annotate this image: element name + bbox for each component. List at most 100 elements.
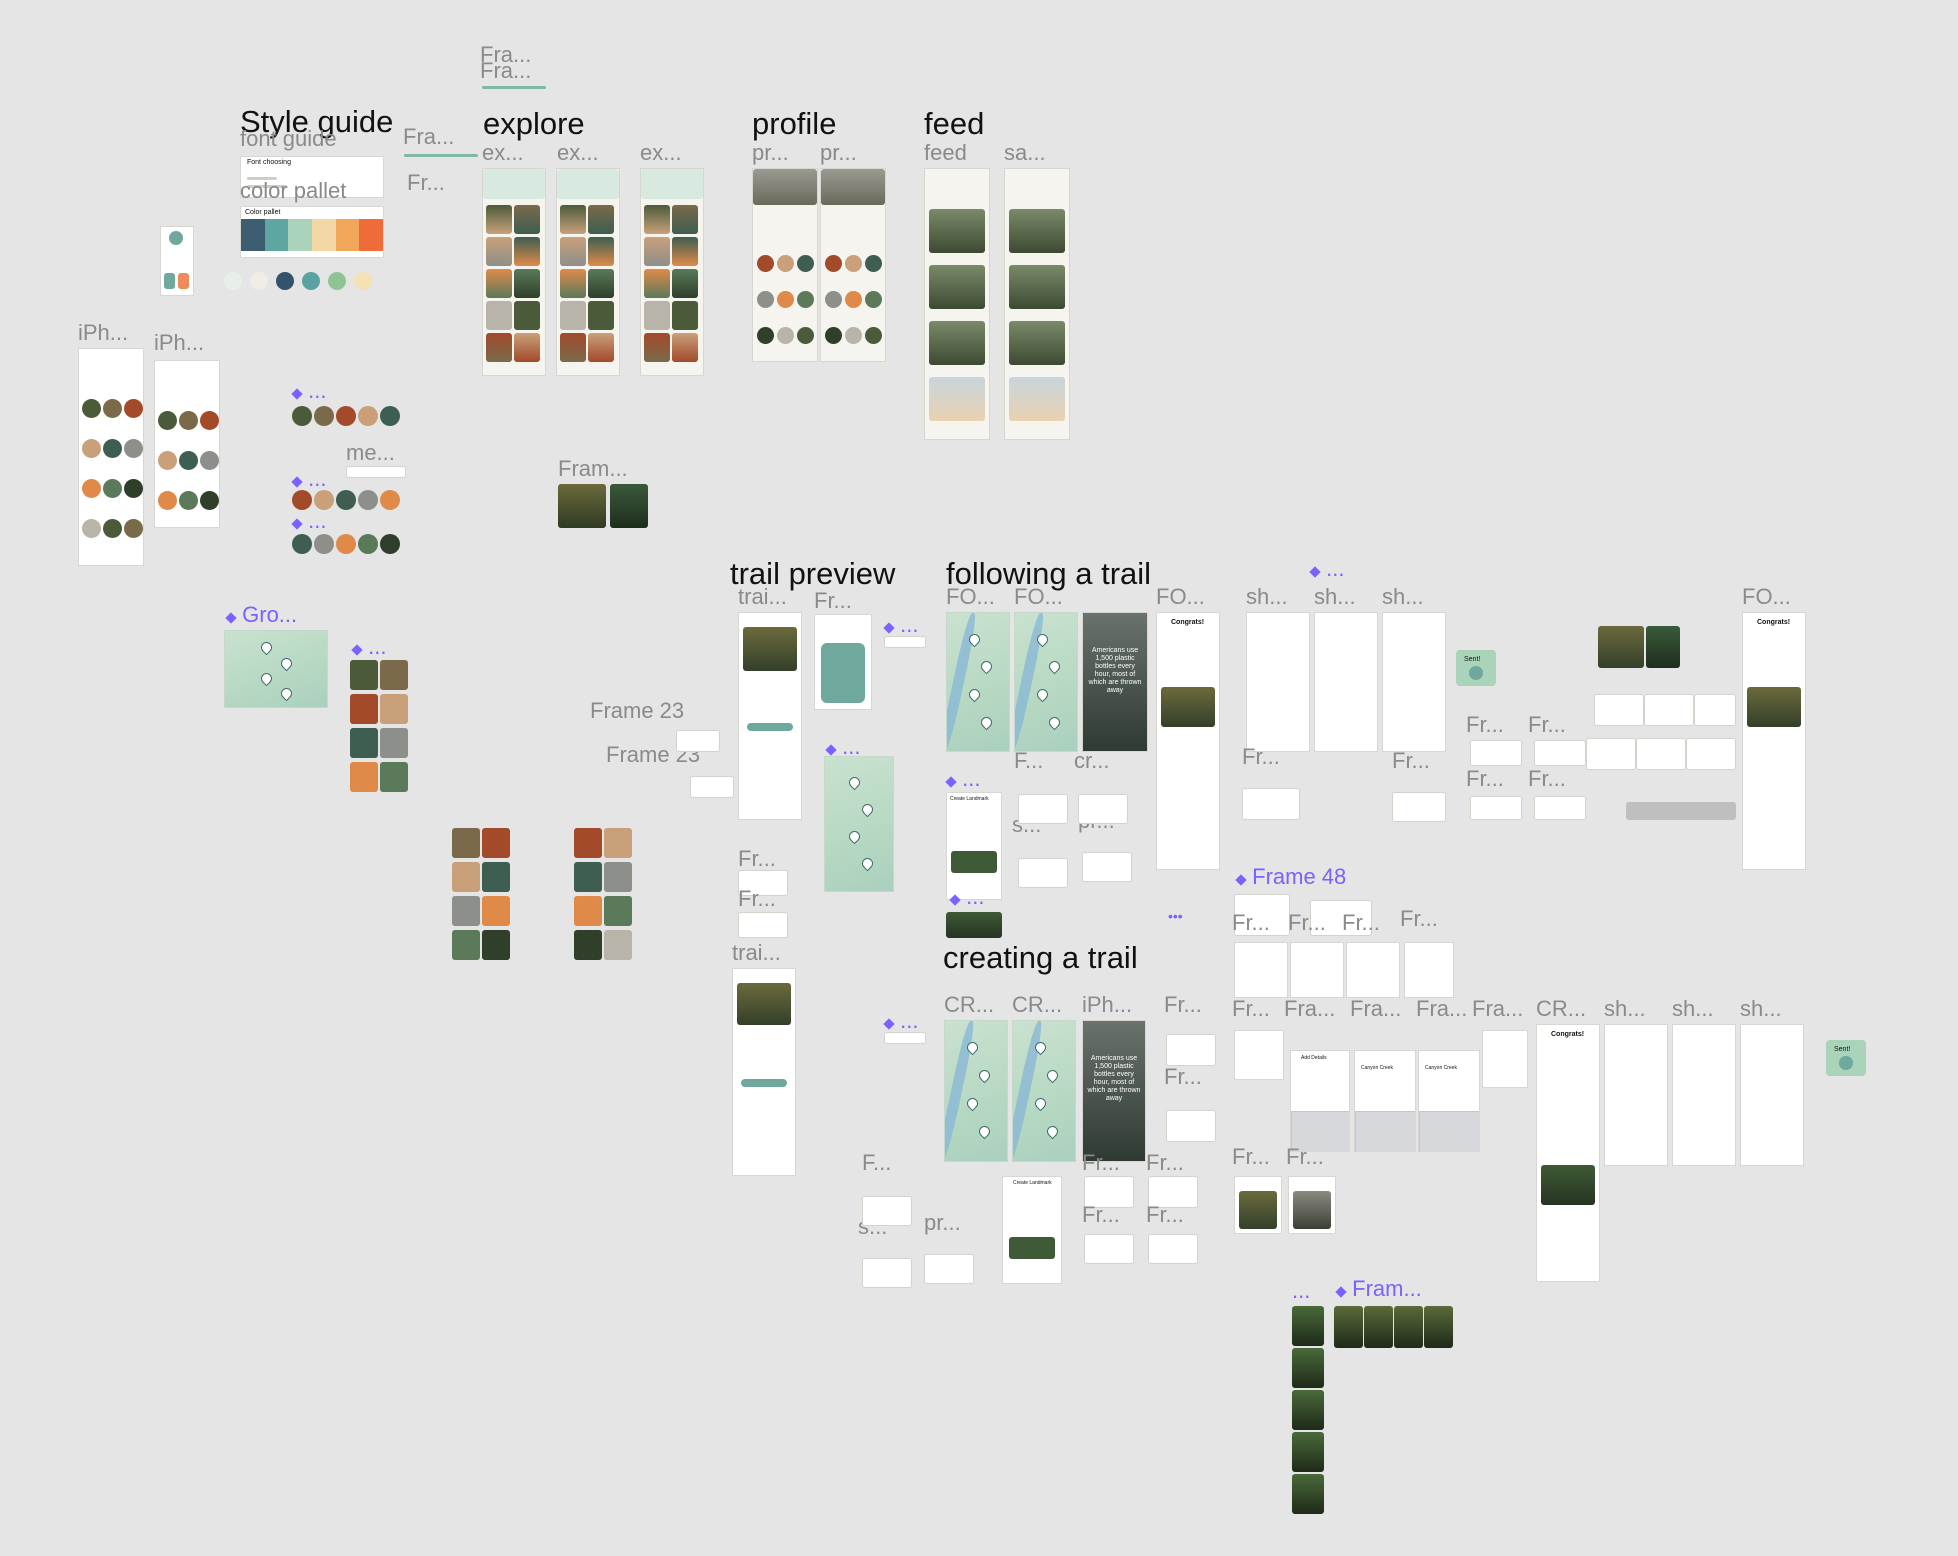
trail-circle[interactable] <box>158 411 177 430</box>
frame-label[interactable]: Fr... <box>1146 1202 1184 1227</box>
add-photos-frame[interactable] <box>1234 1176 1282 1234</box>
trail-circle[interactable] <box>124 479 143 498</box>
trail-preview-phone-2[interactable] <box>732 968 796 1176</box>
trail-circle[interactable] <box>358 490 378 510</box>
thumbnail-photo[interactable] <box>514 301 540 330</box>
frame-label[interactable]: CR... <box>944 992 995 1017</box>
add-photos-frame[interactable] <box>1288 1176 1336 1234</box>
section-title-explore[interactable]: explore <box>483 106 585 141</box>
font-guide-card[interactable]: Font choosing <box>240 156 384 198</box>
map-pin-icon[interactable] <box>976 1123 993 1140</box>
avatar[interactable] <box>777 327 794 344</box>
map-pin-icon[interactable] <box>846 828 863 844</box>
thumbnail-photo[interactable] <box>350 728 378 758</box>
map-pin-icon[interactable] <box>976 1067 993 1084</box>
map-pin-icon[interactable] <box>964 1095 980 1112</box>
frame-label[interactable]: sh... <box>1382 584 1424 609</box>
trail-map[interactable] <box>824 756 894 892</box>
frame-label[interactable]: F... <box>1014 748 1044 773</box>
thumbnail-photo[interactable] <box>672 269 698 298</box>
thumbnail-photo[interactable] <box>486 205 512 234</box>
feed-phone-2[interactable] <box>1004 168 1070 440</box>
congrats-phone-3[interactable]: Congrats! <box>1536 1024 1600 1282</box>
avatar[interactable] <box>845 291 862 308</box>
thumbnail-photo[interactable] <box>604 896 632 926</box>
map-pin-icon[interactable] <box>966 686 982 703</box>
avatar[interactable] <box>797 327 814 344</box>
forest-photo[interactable] <box>558 484 606 528</box>
thumbnail-photo[interactable] <box>560 301 586 330</box>
thumbnail-photo[interactable] <box>486 301 512 330</box>
frame-label[interactable]: ex... <box>640 140 682 165</box>
thumbnail-photo[interactable] <box>574 828 602 858</box>
trail-circle[interactable] <box>179 451 198 470</box>
feed-post-photo[interactable] <box>1009 321 1065 365</box>
feed-post-photo[interactable] <box>929 209 985 253</box>
frame-label[interactable]: feed <box>924 140 967 165</box>
frame-label[interactable]: iPh... <box>154 330 205 355</box>
profile-phone-2[interactable] <box>820 168 886 362</box>
dialog-chip[interactable] <box>1148 1234 1198 1264</box>
thumbnail-photo[interactable] <box>514 205 540 234</box>
thumbnail-photo[interactable] <box>380 660 408 690</box>
keyboard[interactable] <box>1291 1111 1349 1151</box>
thumbnail-photo[interactable] <box>560 205 586 234</box>
component-label[interactable]: Frame 48 <box>1235 864 1346 890</box>
trail-circle[interactable] <box>336 406 356 426</box>
forest-photo[interactable] <box>1646 626 1680 668</box>
start-trail-button[interactable] <box>741 1079 787 1087</box>
avatar[interactable] <box>757 327 774 344</box>
thumbnail-photo[interactable] <box>452 930 480 960</box>
trail-circle[interactable] <box>358 406 378 426</box>
button-bar[interactable] <box>1626 802 1736 820</box>
feed-post-photo[interactable] <box>1009 377 1065 421</box>
dialog-chip[interactable] <box>1166 1034 1216 1066</box>
feed-phone-1[interactable] <box>924 168 990 440</box>
congrats-phone-2[interactable]: Congrats! <box>1742 612 1806 870</box>
thumbnail-photo[interactable] <box>644 301 670 330</box>
avatar[interactable] <box>797 291 814 308</box>
frame-label[interactable]: Fra... <box>1472 996 1524 1021</box>
component-label[interactable]: ... <box>351 634 386 660</box>
photo-row[interactable] <box>1334 1306 1454 1348</box>
create-landmark-card[interactable]: Create Landmark <box>946 792 1002 900</box>
thumbnail-photo[interactable] <box>588 237 614 266</box>
frame-label[interactable]: Fra... <box>480 42 532 67</box>
frame-label[interactable]: FO... <box>946 584 995 609</box>
frame-label[interactable]: Fr... <box>814 588 852 613</box>
map-pin-icon[interactable] <box>1032 1095 1048 1112</box>
forest-photo[interactable] <box>946 912 1002 938</box>
trail-circle[interactable] <box>179 491 198 510</box>
section-title-trail-preview[interactable]: trail preview <box>730 556 896 591</box>
thumbnail-photo[interactable] <box>486 333 512 362</box>
thumbnail-photo[interactable] <box>486 269 512 298</box>
trail-circle[interactable] <box>200 451 219 470</box>
thumbnail-photo[interactable] <box>514 237 540 266</box>
dialog-chip[interactable] <box>1470 796 1522 820</box>
avatar[interactable] <box>865 255 882 272</box>
frame-label[interactable]: Fr... <box>1146 1150 1184 1175</box>
frame-label[interactable]: Fr... <box>1286 1144 1324 1169</box>
trail-circle[interactable] <box>103 399 122 418</box>
feed-post-photo[interactable] <box>1009 209 1065 253</box>
frame-label[interactable]: Fr... <box>738 846 776 871</box>
trail-circle[interactable] <box>179 411 198 430</box>
rating-frame[interactable] <box>1346 942 1400 998</box>
frame-label[interactable]: Fr... <box>1400 906 1438 931</box>
frame-label[interactable]: pr... <box>752 140 789 165</box>
frame-label[interactable]: Fr... <box>1164 992 1202 1017</box>
forest-photo[interactable] <box>1292 1432 1324 1472</box>
map-pin-icon[interactable] <box>258 670 274 687</box>
follow-map-1[interactable] <box>946 612 1010 752</box>
frame-label[interactable]: Fra... <box>1284 996 1336 1021</box>
thumbnail-photo[interactable] <box>604 862 632 892</box>
start-trail-button[interactable] <box>747 723 793 731</box>
section-title-style-guide[interactable]: Style guide <box>240 104 394 139</box>
thumbnail-photo[interactable] <box>644 269 670 298</box>
forest-photo[interactable] <box>1394 1306 1423 1348</box>
map-pin-icon[interactable] <box>1034 686 1050 703</box>
quote-phone-2[interactable]: Americans use 1,500 plastic bottles ever… <box>1082 1020 1146 1162</box>
icon-bar[interactable] <box>346 466 406 478</box>
component-label[interactable]: ... <box>291 508 326 534</box>
map-pin-icon[interactable] <box>1046 659 1063 675</box>
